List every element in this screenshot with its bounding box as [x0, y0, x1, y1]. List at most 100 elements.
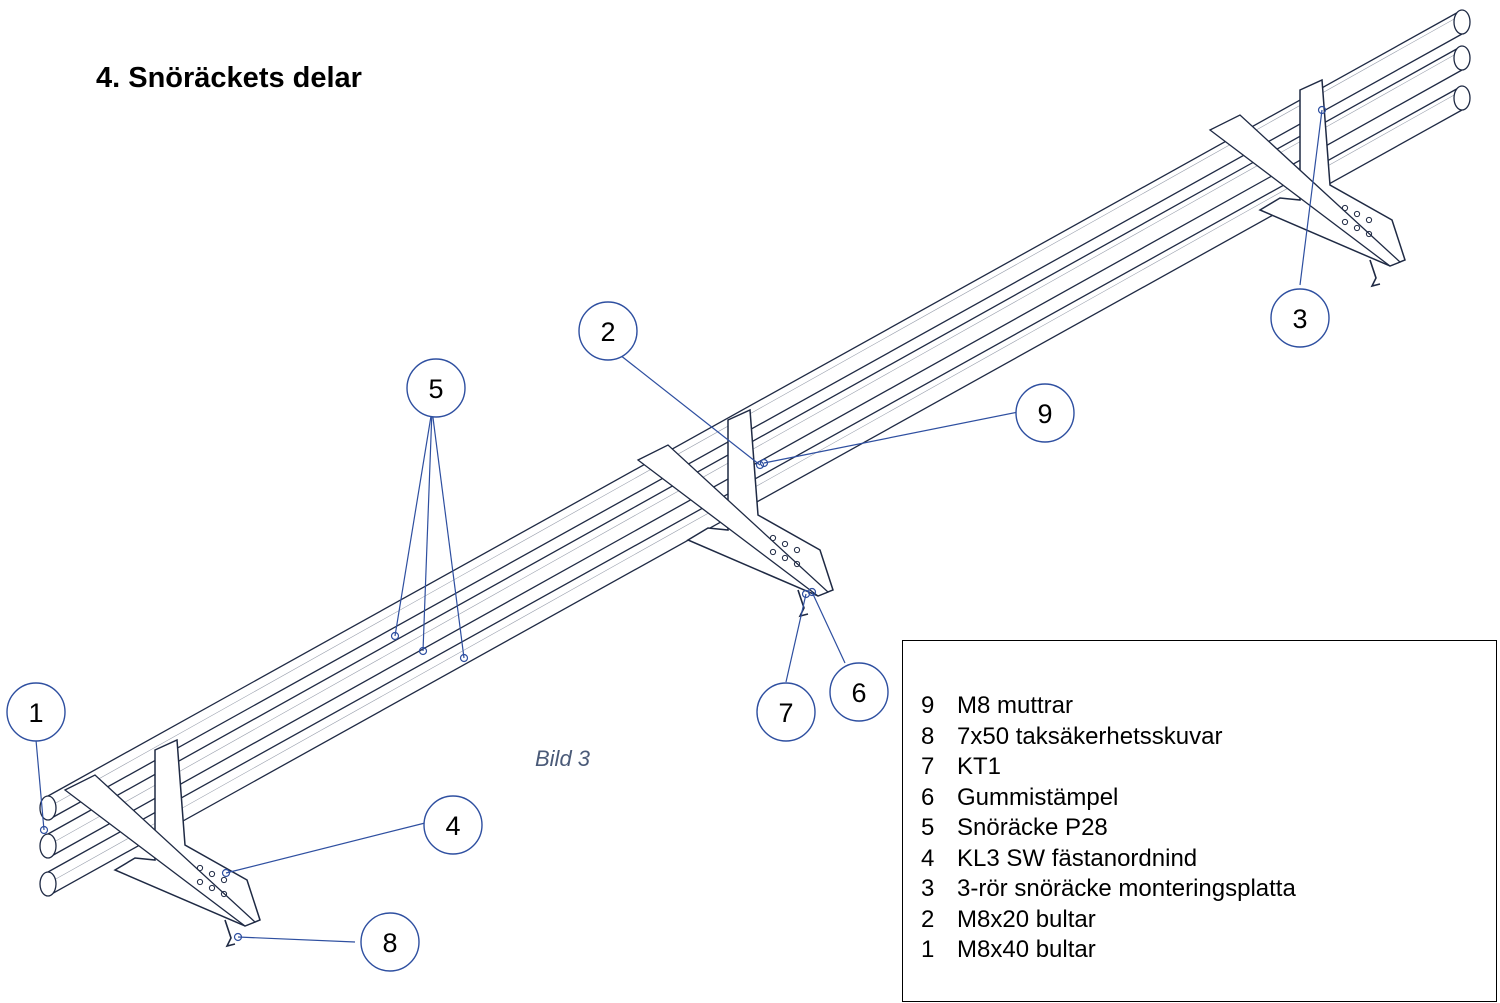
bracket-hole — [208, 870, 216, 878]
leader-endpoint — [39, 825, 49, 835]
bracket-hole — [1365, 230, 1373, 238]
leader-line — [619, 354, 761, 466]
callout-9: 9 — [1015, 383, 1075, 443]
legend-item: 3 3-rör snöräcke monteringsplatta — [921, 874, 1296, 905]
callout-6: 6 — [829, 662, 889, 722]
tube-end — [1453, 45, 1471, 71]
callout-8: 8 — [360, 912, 420, 972]
legend-item-text: M8x40 bultar — [957, 936, 1096, 963]
callout-2: 2 — [578, 301, 638, 361]
screw — [1369, 259, 1381, 288]
mounting-brackets — [63, 78, 1406, 948]
bracket-hole — [1341, 204, 1349, 212]
figure-caption: Bild 3 — [535, 746, 591, 771]
rail-tube — [39, 45, 1471, 859]
legend-item-number: 6 — [921, 783, 935, 811]
bracket-hole — [793, 560, 801, 568]
leader-line — [225, 822, 426, 874]
leader-line — [431, 409, 465, 659]
callout-label: 6 — [851, 678, 866, 708]
callout-label: 8 — [382, 928, 397, 958]
callout-circle — [360, 912, 420, 972]
legend-item-number: 9 — [921, 692, 935, 719]
callout-circle — [756, 682, 816, 742]
legend-item: 1 M8x40 bultar — [921, 935, 1296, 966]
leader-endpoint — [759, 458, 769, 468]
legend-item-text: KT1 — [957, 753, 1002, 780]
tube-end — [39, 833, 57, 859]
leader-endpoint — [221, 868, 231, 878]
callout-bubbles: 1 2 3 4 5 6 7 8 9 — [6, 288, 1330, 972]
legend-item-number: 5 — [921, 814, 935, 841]
legend-item-text: 7x50 taksäkerhetsskuvar — [957, 722, 1223, 750]
callout-label: 9 — [1037, 399, 1052, 429]
leader-line — [811, 591, 846, 664]
legend-item: 6 Gummistämpel — [921, 783, 1296, 814]
leader-endpoint — [801, 589, 811, 599]
callout-circle — [829, 662, 889, 722]
callout-7: 7 — [756, 682, 816, 742]
bracket-hole — [769, 534, 777, 542]
bracket-hole — [1353, 210, 1361, 218]
callout-1: 1 — [6, 682, 66, 742]
legend-item-number: 7 — [921, 753, 935, 780]
bracket-hole — [196, 878, 204, 886]
bracket-hole — [793, 546, 801, 554]
legend-item-text: Snöräcke P28 — [957, 814, 1108, 841]
callout-label: 7 — [778, 698, 793, 728]
leader-line — [1299, 109, 1323, 286]
bracket-hole — [196, 864, 204, 872]
tube-end — [1453, 85, 1471, 111]
bracket-hole — [781, 554, 789, 562]
base-plate — [1208, 114, 1402, 267]
tube-end — [39, 795, 57, 821]
screw — [224, 919, 236, 948]
base-plate — [63, 774, 257, 927]
bracket-hole — [1341, 218, 1349, 226]
mounting-bracket — [1208, 78, 1406, 288]
tube-end — [39, 871, 57, 897]
legend-item-number: 3 — [921, 875, 935, 902]
leader-line — [35, 739, 45, 831]
legend-item-text: Gummistämpel — [957, 783, 1119, 811]
leader-line — [785, 593, 807, 683]
leader-endpoint — [755, 460, 765, 470]
legend-item: 4 KL3 SW fästanordnind — [921, 844, 1296, 875]
leader-line — [394, 409, 433, 637]
legend-item-text: KL3 SW fästanordnind — [957, 844, 1198, 872]
callout-leader-lines — [35, 105, 1327, 943]
legend-item: 9 M8 muttrar — [921, 691, 1296, 722]
tube-end — [1453, 9, 1471, 35]
callout-5: 5 — [406, 358, 466, 418]
legend-item-text: 3-rör snöräcke monteringsplatta — [957, 875, 1296, 902]
leader-endpoint — [1317, 105, 1327, 115]
leader-line — [237, 936, 356, 943]
leader-endpoint — [390, 631, 400, 641]
leader-endpoint — [418, 646, 428, 656]
callout-label: 5 — [428, 374, 443, 404]
bracket-hole — [220, 876, 228, 884]
legend-item-number: 1 — [921, 936, 935, 963]
callout-circle — [578, 301, 638, 361]
legend-item-text: M8 muttrar — [957, 692, 1074, 719]
callout-4: 4 — [423, 795, 483, 855]
bracket-hole — [1353, 224, 1361, 232]
callout-circle — [406, 358, 466, 418]
bracket-hole — [220, 890, 228, 898]
mounting-bracket — [636, 408, 834, 618]
callout-circle — [1270, 288, 1330, 348]
bracket-hole — [208, 884, 216, 892]
mounting-bracket — [63, 738, 261, 948]
legend-item-number: 4 — [921, 844, 935, 872]
leader-line — [763, 411, 1019, 464]
page-title: 4. Snöräckets delar — [96, 62, 362, 94]
bracket-hole — [781, 540, 789, 548]
bracket-hole — [1365, 216, 1373, 224]
callout-circle — [423, 795, 483, 855]
callout-circle — [1015, 383, 1075, 443]
callout-3: 3 — [1270, 288, 1330, 348]
callout-label: 4 — [445, 811, 460, 841]
